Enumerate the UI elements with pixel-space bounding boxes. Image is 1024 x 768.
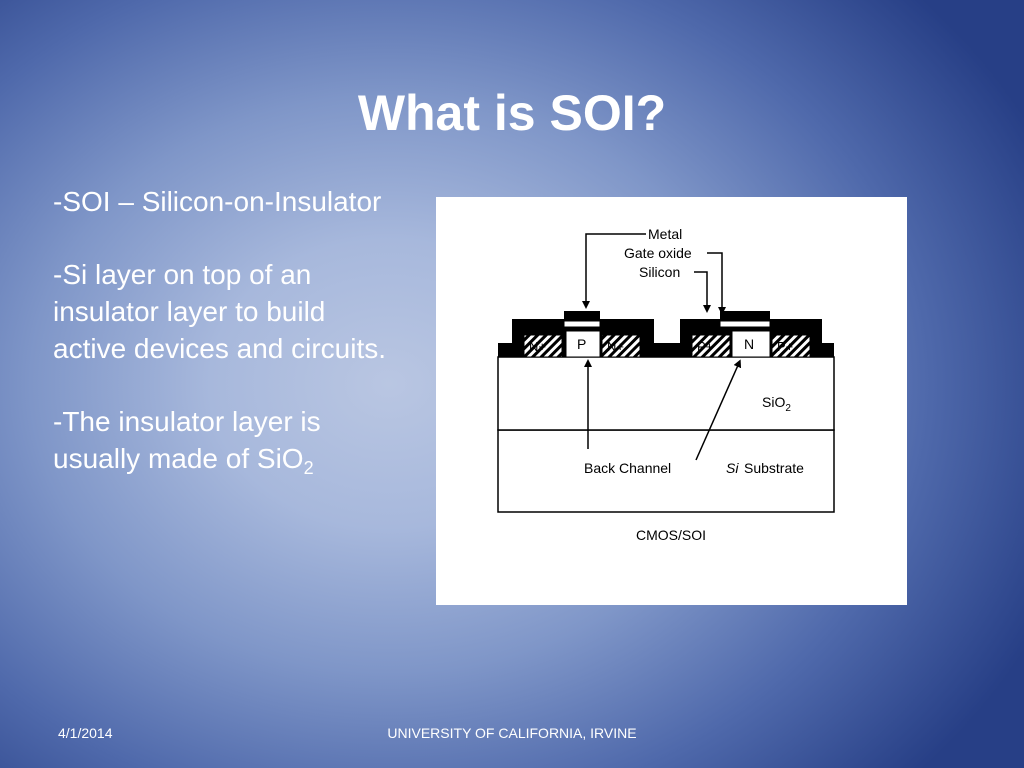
- footer-organization: UNIVERSITY OF CALIFORNIA, IRVINE: [387, 725, 637, 741]
- buried-oxide-layer: [497, 356, 835, 431]
- bullet-insulator-material: -The insulator layer is usually made of …: [53, 403, 393, 477]
- label-p-channel: P: [577, 336, 586, 352]
- label-nplus-right: N+: [607, 339, 624, 354]
- nmos-source-region: [523, 334, 563, 358]
- cmos-soi-diagram: N+ P N+ P+ N P+ Metal Gate oxide Silicon…: [497, 226, 835, 543]
- bullet-list: -SOI – Silicon-on-Insulator -Si layer on…: [53, 183, 393, 513]
- label-metal: Metal: [648, 226, 682, 242]
- slide-title: What is SOI?: [357, 85, 667, 141]
- bullet-si-layer: -Si layer on top of an insulator layer t…: [53, 259, 387, 364]
- label-pplus-right: P+: [777, 339, 793, 354]
- nmos-gate-metal: [564, 311, 600, 321]
- label-sio2-text: SiO: [762, 394, 785, 410]
- pmos-drain-region: [771, 334, 811, 358]
- nmos-drain-region: [601, 334, 641, 358]
- label-n-channel: N: [744, 336, 754, 352]
- nmos-gate-oxide: [563, 320, 601, 328]
- pmos-channel-region: [731, 330, 771, 358]
- label-si-substrate-prefix: Si: [726, 460, 739, 476]
- cmos-soi-figure: N+ P N+ P+ N P+ Metal Gate oxide Silicon…: [436, 197, 907, 605]
- pmos-gate-metal: [720, 311, 770, 321]
- footer-date: 4/1/2014: [58, 725, 113, 741]
- label-nplus-left: N+: [529, 339, 546, 354]
- substrate-layer: [497, 429, 835, 513]
- bullet-soi-definition: -SOI – Silicon-on-Insulator: [53, 186, 382, 217]
- bullet-insulator-subscript: 2: [303, 458, 314, 478]
- arrow-metal: [582, 233, 646, 309]
- diagram-caption: CMOS/SOI: [636, 527, 706, 543]
- label-substrate: Substrate: [744, 460, 804, 476]
- label-back-channel: Back Channel: [584, 460, 671, 476]
- label-pplus-left: P+: [697, 339, 713, 354]
- bullet-insulator-text: -The insulator layer is usually made of …: [53, 406, 321, 474]
- label-sio2-subscript: 2: [785, 403, 791, 414]
- arrow-back-channel-pmos: [695, 359, 742, 461]
- label-gate-oxide: Gate oxide: [624, 245, 692, 261]
- arrow-silicon: [694, 271, 711, 313]
- pmos-source-region: [691, 334, 731, 358]
- nmos-channel-region: [565, 330, 601, 358]
- label-silicon: Silicon: [639, 264, 680, 280]
- pmos-gate-oxide: [719, 320, 771, 328]
- label-sio2: SiO2: [762, 394, 791, 414]
- arrow-gate-oxide: [707, 252, 726, 315]
